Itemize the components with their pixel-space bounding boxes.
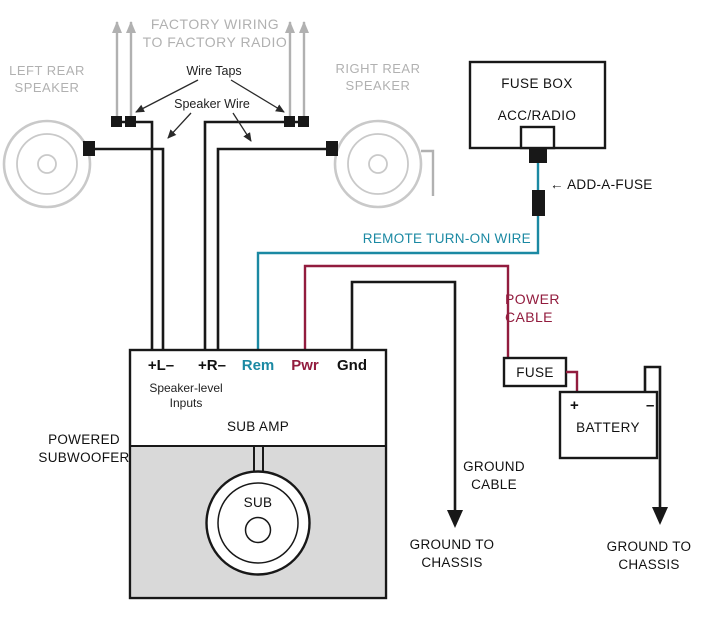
speaker-level-inputs-label: Inputs [170,396,203,410]
acc-radio-label: ACC/RADIO [498,108,577,123]
inline-fuse: FUSE [502,356,568,388]
factory-wiring-label: TO FACTORY RADIO [143,34,288,50]
speaker-level-wires [88,116,330,350]
ground-to-chassis-label: GROUND TO [607,539,692,554]
sub-label: SUB [244,495,273,510]
factory-wiring-arrows [112,21,435,196]
wire-tap-icon [111,116,122,127]
powered-subwoofer: +L– +R– Rem Pwr Gnd Speaker-level Inputs… [128,348,388,600]
terminal-speaker-left: +L– [148,357,174,374]
ground-cable-label: CABLE [471,477,517,492]
battery-label: BATTERY [576,420,640,435]
fuse-outline [502,356,568,388]
ground-cable-wire [350,280,457,512]
battery-outline [558,390,659,460]
battery-minus-terminal: – [646,397,654,414]
powered-subwoofer-label: POWERED [48,432,120,447]
right-tap-wire [203,120,305,350]
fuse-box: FUSE BOX ACC/RADIO [468,60,607,163]
ground-to-chassis-label: CHASSIS [618,557,679,572]
fuse-slot-icon [519,125,556,150]
speaker-cap-icon [37,154,57,174]
right-speaker-label: RIGHT REAR [336,61,421,76]
left-rear-speaker [2,119,95,209]
left-speaker-label: LEFT REAR [9,63,85,78]
sub-driver-ring-icon [217,482,299,564]
speaker-level-inputs-label: Speaker-level [149,381,222,395]
power-cable-wire [303,264,510,358]
wire-taps-arrow-icon [135,79,199,113]
terminal-speaker-right: +R– [198,357,226,374]
add-a-fuse-icon [532,190,545,216]
wire-tap-icon [298,116,309,127]
wire-tap-icon [284,116,295,127]
power-cable-label: POWER [505,291,560,307]
fuse-tap-connector-icon [529,148,547,163]
speaker-wire-arrow-icon [167,112,192,139]
battery-ground-wire [643,365,662,509]
remote-turn-on-label: REMOTE TURN-ON WIRE [363,231,531,246]
terminal-ground: Gnd [337,357,367,374]
sub-driver-icon [205,470,311,576]
right-speaker-label: SPEAKER [346,78,411,93]
right-speaker-wire [216,147,330,350]
left-speaker-label: SPEAKER [15,80,80,95]
wire-taps-arrow-icon [230,79,285,113]
fuse-box-title: FUSE BOX [501,76,572,91]
speaker-connector-icon [326,141,338,156]
battery-plus-terminal: + [570,397,579,414]
left-tap-wire [116,120,154,350]
fuse-to-battery-wire [566,370,579,392]
wire-taps-label: Wire Taps [186,64,241,78]
sub-amp-label: SUB AMP [227,419,289,434]
ground-arrow-icon [652,507,668,525]
speaker-ring-icon [16,133,78,195]
battery: + – BATTERY [558,390,659,460]
right-rear-speaker [326,119,423,209]
terminal-remote: Rem [242,357,275,374]
factory-wire-stub [421,149,435,196]
fuse-label: FUSE [516,365,554,380]
factory-wiring-label: FACTORY WIRING [151,16,279,32]
left-speaker-wire [88,147,165,350]
speaker-ring-icon [347,133,409,195]
ground-cable-label: GROUND [463,459,525,474]
speaker-cap-icon [368,154,388,174]
sub-dust-cap-icon [244,516,272,544]
ground-to-chassis-label: GROUND TO [410,537,495,552]
powered-subwoofer-label: SUBWOOFER [38,450,129,465]
power-cable-label: CABLE [505,309,553,325]
terminal-power: Pwr [291,357,319,374]
speaker-wire-label: Speaker Wire [174,97,250,111]
add-a-fuse-label: ← ADD-A-FUSE [550,177,653,192]
ground-to-chassis-label: CHASSIS [421,555,482,570]
wire-tap-icon [125,116,136,127]
speaker-wire-arrow-icon [232,112,252,142]
ground-arrow-icon [447,510,463,528]
